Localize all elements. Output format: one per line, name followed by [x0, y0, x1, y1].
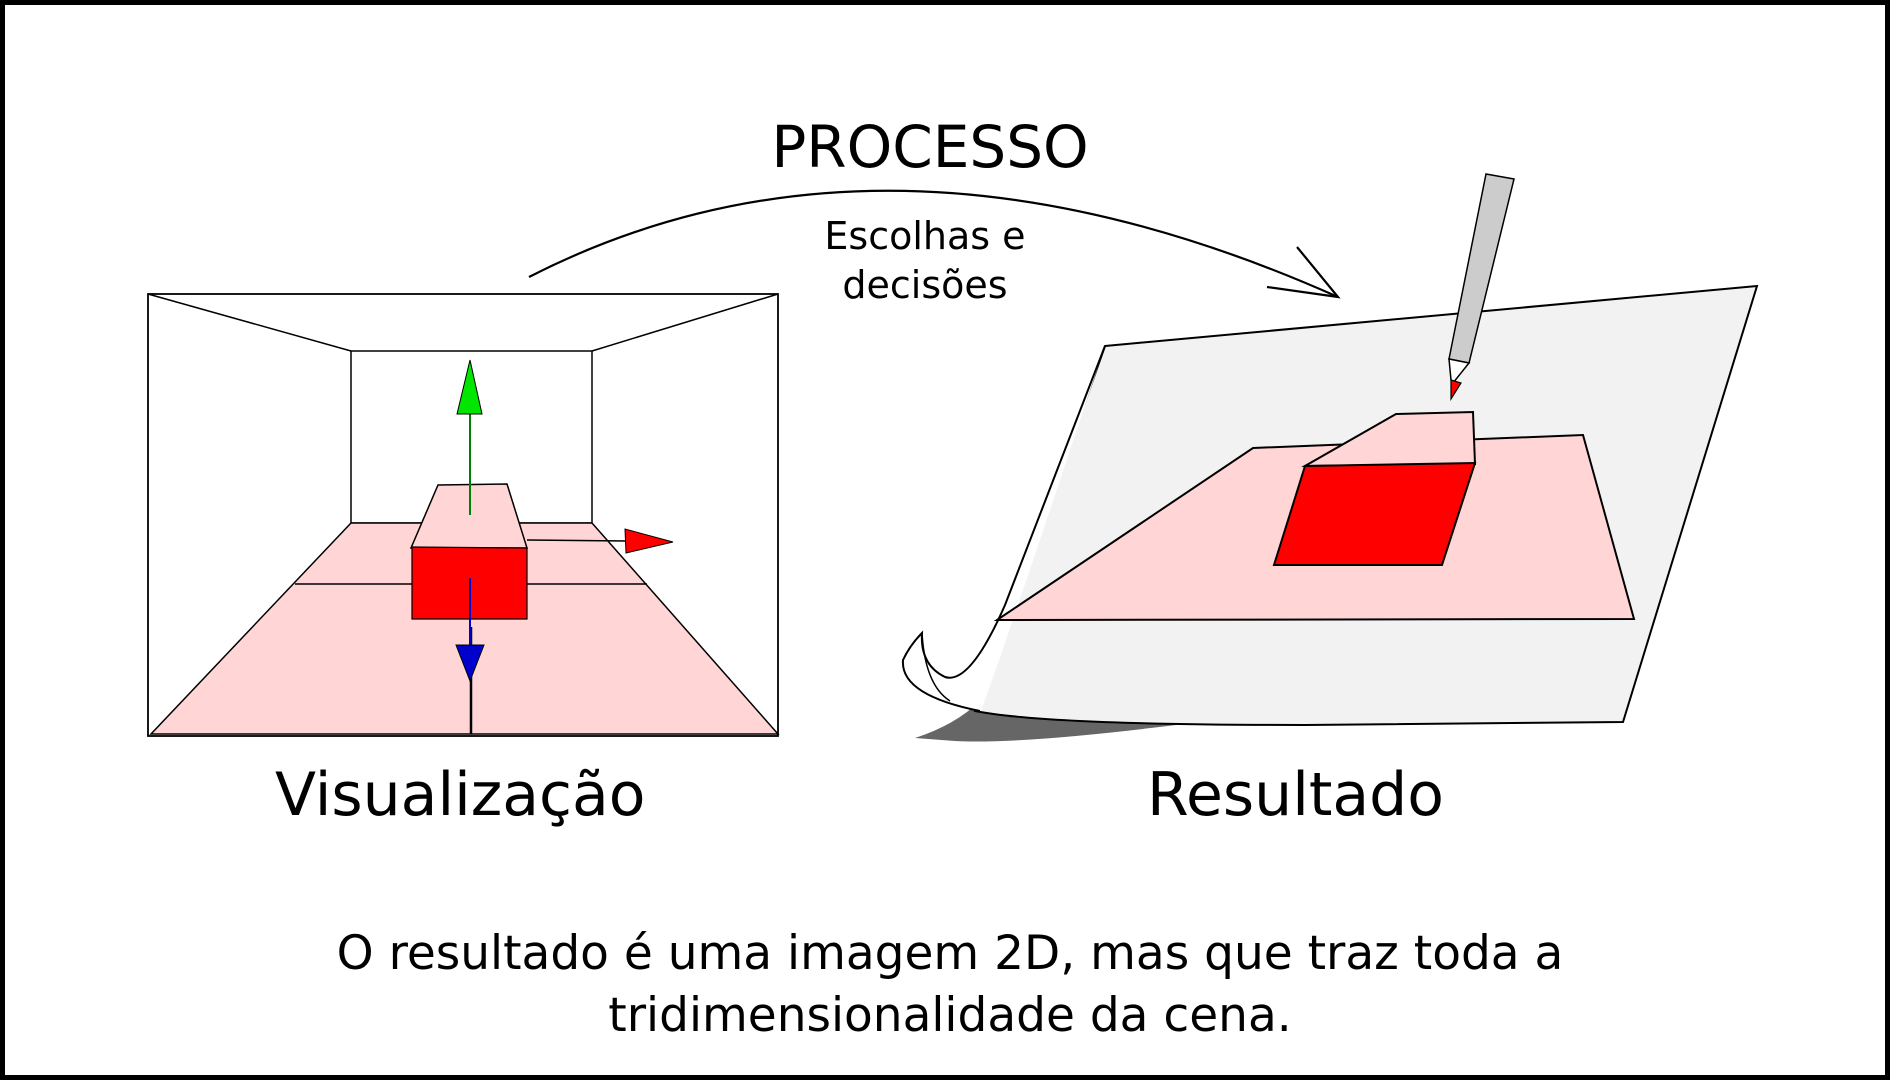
pencil — [1448, 173, 1515, 402]
visualization-scene — [147, 293, 780, 737]
caption-line1: O resultado é uma imagem 2D, mas que tra… — [336, 926, 1564, 981]
diagram-graphics — [147, 173, 1759, 742]
axis-z-arrowhead — [455, 644, 485, 683]
room-edge-top-right — [591, 293, 779, 352]
caption: O resultado é uma imagem 2D, mas que tra… — [5, 923, 1890, 1047]
result-label: Resultado — [1147, 760, 1444, 830]
pencil-lead — [1450, 379, 1462, 402]
paper-curl-inner — [921, 632, 951, 702]
process-subtitle: Escolhas e decisões — [815, 212, 1035, 310]
caption-line2: tridimensionalidade da cena. — [608, 988, 1292, 1043]
process-subtitle-line2: decisões — [842, 263, 1008, 307]
process-arrow — [528, 189, 1341, 299]
process-arc — [528, 189, 1339, 299]
visualization-label: Visualização — [275, 760, 646, 830]
process-arrowhead — [1266, 246, 1341, 299]
result-scene — [901, 173, 1759, 742]
process-subtitle-line1: Escolhas e — [824, 214, 1026, 258]
axis-x-line — [526, 539, 628, 542]
drawn-box-front — [1272, 461, 1477, 566]
axis-x-arrowhead — [624, 528, 674, 554]
axis-y-arrowhead — [456, 359, 483, 415]
room-edge-top-left — [147, 293, 352, 352]
process-title: PROCESSO — [771, 113, 1089, 181]
